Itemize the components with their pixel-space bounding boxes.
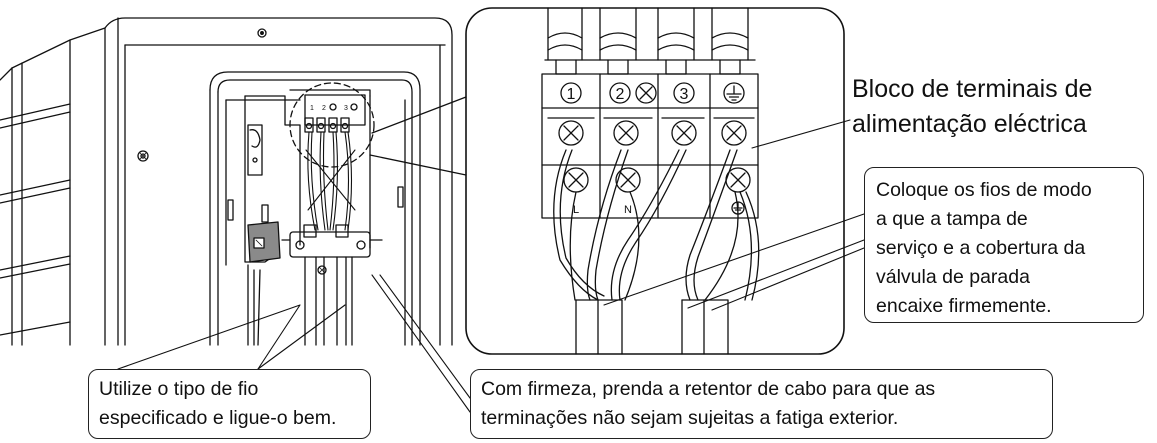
- svg-text:2: 2: [322, 105, 326, 112]
- detail-circle: [289, 82, 375, 168]
- terminal-number-1: 1: [567, 86, 576, 103]
- wire-placement-line1: Coloque os fios de modo: [876, 179, 1092, 201]
- detail-cable-jackets: [575, 299, 729, 355]
- shutoff-valve-cover: [247, 204, 281, 263]
- screw-icon: [635, 82, 657, 104]
- wire-type-line1: Utilize o tipo de fio: [99, 378, 259, 400]
- power-cables: [304, 256, 353, 346]
- screw-icon: [257, 28, 267, 38]
- terminal-detail-view: 1 2 3: [465, 7, 845, 355]
- cable-retainer-line2: terminações não sejam sujeitas a fatiga …: [481, 407, 899, 429]
- svg-text:1: 1: [310, 105, 314, 112]
- terminal-numbers: 1 2 3: [560, 82, 745, 104]
- terminal-block-label-line1: Bloco de terminais de: [852, 75, 1093, 103]
- wire-bundle: [305, 131, 356, 231]
- wire-placement-line3: serviço e a cobertura da: [876, 237, 1086, 259]
- cable-clamp: [281, 224, 383, 275]
- detail-wires: [553, 149, 760, 301]
- terminal-block-label-line2: alimentação eléctrica: [852, 110, 1087, 138]
- top-connectors: [544, 7, 756, 75]
- wire-type-line2: especificado e ligue-o bem.: [99, 407, 337, 429]
- terminal-housing: 1 2 3: [244, 82, 383, 346]
- upper-screws: [547, 117, 755, 146]
- wire-label-l: L: [573, 204, 579, 216]
- wire-placement-line4: válvula de parada: [876, 266, 1030, 288]
- cable-retainer-line1: Com firmeza, prenda a retentor de cabo p…: [481, 378, 936, 400]
- svg-text:3: 3: [344, 105, 348, 112]
- wire-placement-callout: Coloque os fios de modo a que a tampa de…: [864, 167, 1144, 323]
- ground-symbol-icon: [723, 82, 745, 104]
- callout-leaders: [117, 119, 865, 413]
- terminal-block-label: Bloco de terminais de alimentação eléctr…: [852, 72, 1092, 142]
- side-louvres: [0, 67, 71, 336]
- cable-retainer-callout: Com firmeza, prenda a retentor de cabo p…: [470, 369, 1053, 439]
- terminal-number-3: 3: [680, 86, 689, 103]
- terminal-number-2: 2: [616, 86, 625, 103]
- wire-label-n: N: [624, 204, 632, 216]
- wire-placement-line5: encaixe firmemente.: [876, 295, 1052, 317]
- outdoor-unit: [0, 17, 453, 346]
- wire-placement-line2: a que a tampa de: [876, 208, 1028, 230]
- screw-icon: [137, 150, 149, 162]
- wire-type-callout: Utilize o tipo de fio especificado e lig…: [88, 369, 371, 439]
- detail-leader: [369, 96, 467, 176]
